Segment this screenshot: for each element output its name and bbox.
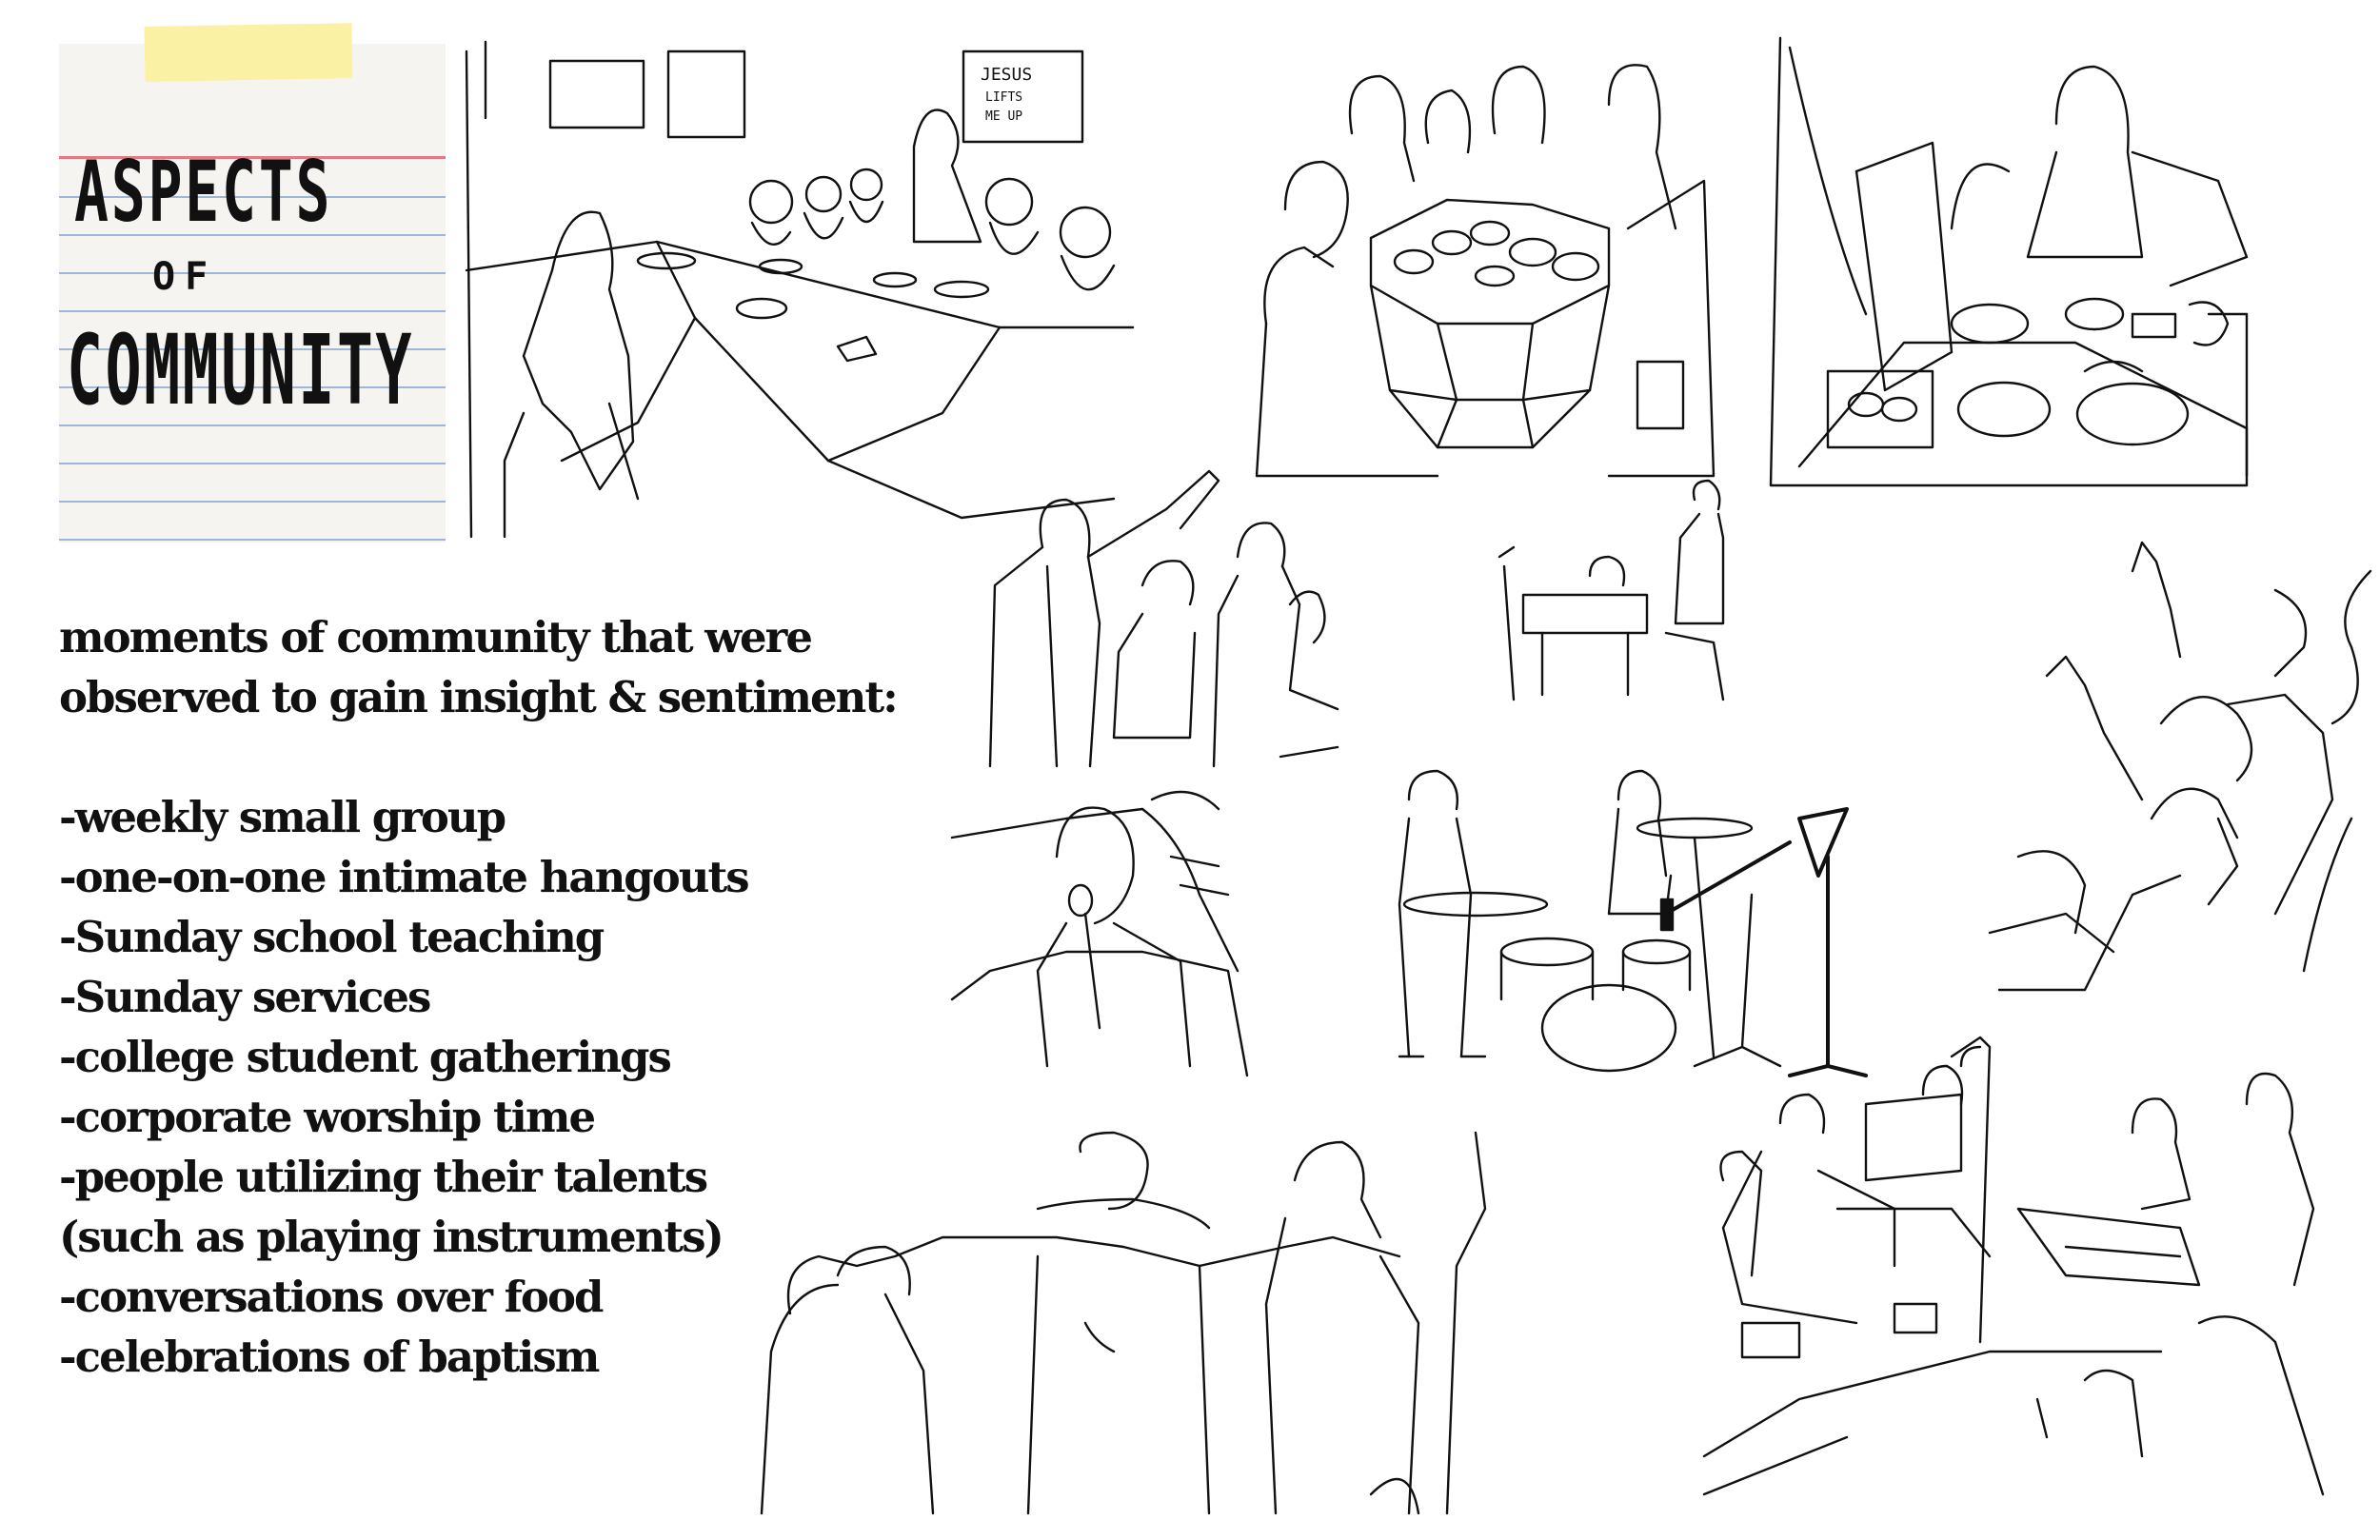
praise-hands-drawing bbox=[1988, 541, 2372, 992]
moment-item: -conversations over food bbox=[59, 1272, 604, 1322]
ruled-line bbox=[59, 386, 446, 388]
moment-item: -weekly small group bbox=[59, 792, 506, 842]
one-on-one-drawing bbox=[950, 790, 1249, 1077]
poster-text-1: JESUS bbox=[981, 65, 1032, 85]
moment-item: -one-on-one intimate hangouts bbox=[59, 852, 750, 902]
college-gathering-drawing bbox=[1702, 1036, 2325, 1496]
title-of: OF bbox=[152, 255, 218, 299]
moment-item: -Sunday services bbox=[59, 972, 431, 1022]
moment-item: -people utilizing their talents bbox=[59, 1152, 708, 1202]
margin-line bbox=[59, 156, 446, 159]
title-aspects: ASPECTS bbox=[74, 143, 333, 241]
intro-line-2: observed to gain insight & sentiment: bbox=[59, 672, 899, 722]
moment-item: (such as playing instruments) bbox=[59, 1212, 724, 1262]
band-drawing bbox=[1398, 769, 1868, 1077]
moment-item: -Sunday school teaching bbox=[59, 912, 605, 962]
yellow-tape bbox=[144, 23, 353, 82]
ruled-line bbox=[59, 310, 446, 312]
ruled-line bbox=[59, 234, 446, 236]
notebook-paper-note bbox=[59, 44, 446, 543]
ruled-line bbox=[59, 501, 446, 503]
poster-text-3: ME UP bbox=[985, 109, 1022, 124]
ruled-line bbox=[59, 539, 446, 541]
moment-item: -college student gatherings bbox=[59, 1032, 672, 1082]
group-embrace-drawing bbox=[760, 1131, 1487, 1515]
baking-drawing bbox=[1769, 36, 2249, 487]
ruled-line bbox=[59, 348, 446, 350]
sunday-school-drawing bbox=[1497, 479, 1725, 701]
ruled-line bbox=[59, 196, 446, 198]
moment-item: -celebrations of baptism bbox=[59, 1332, 600, 1382]
title-community: COMMUNITY bbox=[67, 314, 414, 427]
description-text: moments of community that were observed … bbox=[59, 607, 899, 1387]
intro-line-1: moments of community that were bbox=[59, 612, 813, 662]
small-group-table-drawing: JESUS LIFTS ME UP bbox=[465, 40, 1135, 539]
moment-item: -corporate worship time bbox=[59, 1092, 596, 1142]
food-conversation-drawing bbox=[1255, 64, 1716, 478]
ruled-line bbox=[59, 424, 446, 426]
worship-group-drawing bbox=[988, 469, 1339, 768]
poster-text-2: LIFTS bbox=[985, 90, 1022, 105]
ruled-line bbox=[59, 272, 446, 274]
ruled-line bbox=[59, 463, 446, 464]
